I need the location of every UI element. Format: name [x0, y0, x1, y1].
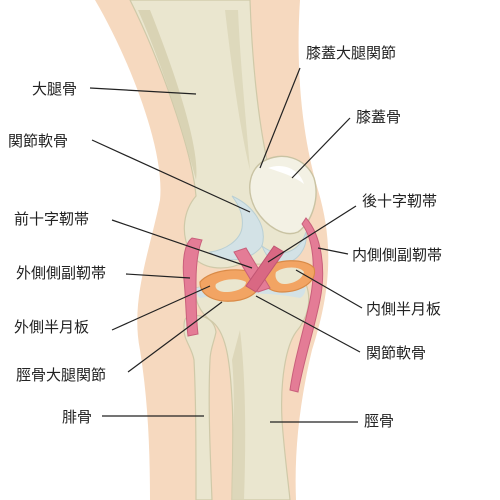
medial-meniscus-inner — [275, 267, 304, 284]
leader-medial-meniscus — [295, 269, 363, 309]
leader-pcl — [267, 205, 357, 263]
label-medial-meniscus: 内側半月板 — [366, 300, 441, 318]
femur-shading-lateral — [225, 10, 250, 170]
label-fibula: 腓骨 — [62, 408, 92, 426]
label-femur: 大腿骨 — [32, 80, 77, 98]
leader-patella — [291, 117, 351, 179]
leader-lines — [89, 67, 363, 423]
leader-cartilage-lower — [255, 295, 361, 353]
label-posterior-cruciate-ligament: 後十字靭帯 — [362, 192, 437, 210]
label-lateral-meniscus: 外側半月板 — [14, 318, 89, 336]
tibia-shading — [232, 330, 246, 500]
label-tibiofemoral-joint: 脛骨大腿関節 — [16, 366, 106, 384]
leader-lcl — [125, 273, 191, 279]
label-patella: 膝蓋骨 — [356, 108, 401, 126]
fibula — [183, 315, 217, 500]
label-lateral-collateral-ligament: 外側側副靭帯 — [16, 264, 106, 282]
lateral-meniscus-inner — [215, 279, 246, 292]
leader-mcl — [317, 247, 349, 255]
leader-lateral-meniscus — [111, 285, 211, 331]
leader-acl — [111, 219, 253, 269]
leader-tibiofemoral — [127, 301, 223, 373]
leader-femur — [89, 87, 197, 95]
label-articular-cartilage-upper: 関節軟骨 — [8, 132, 68, 150]
label-tibia: 脛骨 — [364, 412, 394, 430]
patella-highlight — [268, 165, 304, 184]
label-anterior-cruciate-ligament: 前十字靭帯 — [14, 210, 89, 228]
label-patellofemoral-joint: 膝蓋大腿関節 — [306, 44, 396, 62]
label-articular-cartilage-lower: 関節軟骨 — [366, 344, 426, 362]
leader-patellofemoral — [259, 67, 301, 169]
label-medial-collateral-ligament: 内側側副靭帯 — [352, 246, 442, 264]
lateral-collateral-ligament — [182, 237, 203, 337]
leader-cartilage-upper — [91, 139, 251, 213]
